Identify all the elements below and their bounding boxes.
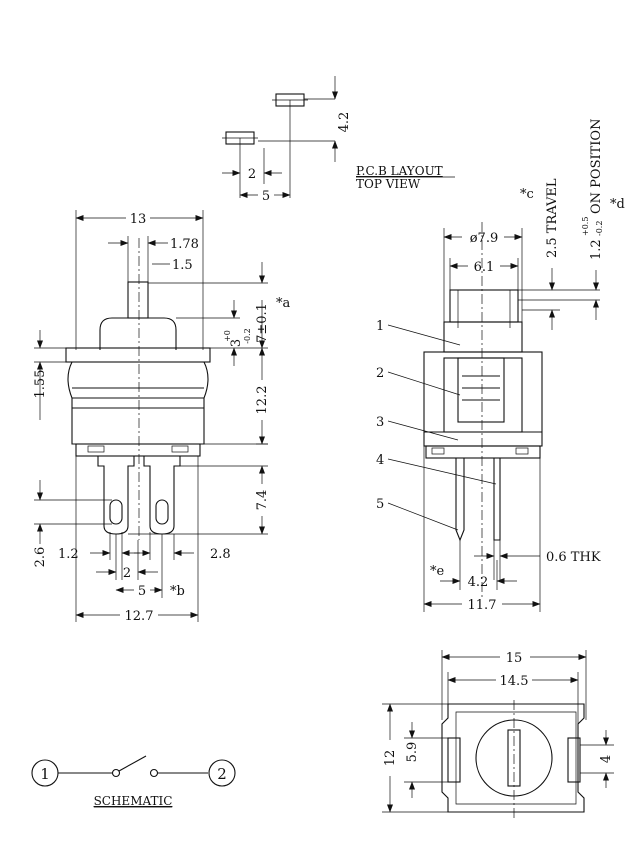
callout-2: 2 — [376, 366, 384, 381]
front-dim-5: 5 — [138, 584, 146, 599]
front-view: 13 1.78 1.5 7±0.1 *a 3 +0 -0.2 12.2 7.4 — [33, 210, 291, 624]
side-base — [425, 445, 541, 459]
terminal-right — [143, 456, 181, 535]
bottom-terminal-left — [447, 737, 461, 783]
schematic: 1 2 SCHEMATIC — [31, 755, 236, 808]
pcb-dim-4-2: 4.2 — [337, 112, 352, 133]
schematic-contact-left — [111, 768, 121, 778]
side-dim-on-position-value: 1.2 — [589, 239, 604, 260]
side-pin-right — [493, 458, 501, 541]
schematic-label: SCHEMATIC — [94, 794, 173, 808]
note-a: *a — [276, 296, 291, 311]
callout-5: 5 — [376, 497, 384, 512]
pcb-title: P.C.B LAYOUT — [356, 164, 443, 178]
front-dim-3-tol-dn: -0.2 — [243, 328, 252, 343]
actuator-cap — [99, 317, 177, 350]
side-dim-4-2: 4.2 — [468, 575, 489, 590]
callout-4: 4 — [376, 453, 384, 468]
callout-1: 1 — [376, 319, 384, 334]
pcb-layout: 4.2 2 5 P.C.B LAYOUT TOP VIEW — [222, 76, 455, 204]
side-dim-phi-7-9: ø7.9 — [470, 231, 499, 246]
note-c: *c — [520, 187, 534, 202]
front-dim-12-2: 12.2 — [255, 386, 270, 415]
front-dim-7: 7±0.1 — [255, 303, 270, 343]
side-dim-on-position-text: ON POSITION — [589, 119, 604, 214]
callout-3: 3 — [376, 415, 384, 430]
side-dim-travel: 2.5 TRAVEL — [545, 178, 560, 258]
side-dim-thk: 0.6 THK — [546, 550, 601, 565]
housing-flange — [65, 347, 211, 363]
bottom-dim-15: 15 — [506, 651, 523, 666]
terminal-left — [97, 456, 135, 535]
note-d: *d — [610, 197, 625, 212]
bottom-view: 15 14.5 12 5.9 4 — [382, 650, 614, 820]
schematic-terminal-2 — [208, 759, 236, 787]
bottom-dim-4: 4 — [599, 755, 614, 763]
front-dim-12-7: 12.7 — [125, 609, 154, 624]
bottom-housing — [441, 703, 585, 813]
housing-body — [67, 361, 209, 445]
bottom-dim-14-5: 14.5 — [500, 674, 529, 689]
side-dim-on-position-tol-up: +0.5 — [581, 217, 590, 236]
front-dim-3-tol-up: +0 — [223, 330, 232, 342]
front-dim-7-4: 7.4 — [255, 490, 270, 511]
schematic-contact-right — [149, 768, 159, 778]
front-dim-2-8: 2.8 — [210, 547, 231, 562]
schematic-terminal-1-label: 1 — [40, 765, 50, 783]
side-view: 1 2 3 4 5 ø7.9 6.1 2.5 TRAVEL 1.2 +0.5 -… — [376, 119, 625, 613]
terminal-right-slot — [155, 499, 169, 525]
bottom-terminal-right — [567, 737, 581, 783]
side-plunger — [449, 289, 519, 323]
front-dim-3: 3 — [229, 339, 244, 347]
bottom-dim-12: 12 — [383, 750, 398, 767]
terminal-left-slot — [109, 499, 123, 525]
side-dim-11-7: 11.7 — [468, 598, 497, 613]
front-dim-2: 2 — [123, 566, 131, 581]
side-pin-left — [455, 458, 465, 542]
front-dim-1-78: 1.78 — [170, 237, 199, 252]
front-dim-2-6: 2.6 — [33, 547, 48, 568]
pcb-dim-5: 5 — [262, 189, 270, 204]
schematic-switch-blade — [118, 755, 147, 772]
plunger-tip — [127, 281, 149, 319]
housing-base — [75, 443, 201, 457]
bottom-dim-5-9: 5.9 — [405, 742, 420, 763]
front-dim-1-55: 1.55 — [33, 370, 48, 399]
note-e: *e — [430, 564, 445, 579]
front-dim-1-2: 1.2 — [58, 547, 79, 562]
side-dim-6-1: 6.1 — [474, 260, 495, 275]
pcb-subtitle: TOP VIEW — [356, 177, 421, 191]
side-slider — [457, 357, 505, 423]
note-b: *b — [170, 584, 185, 599]
side-dim-on-position-tol-dn: -0.2 — [595, 221, 604, 236]
front-dim-13: 13 — [130, 212, 147, 227]
schematic-terminal-2-label: 2 — [217, 765, 227, 783]
front-dim-1-5: 1.5 — [172, 258, 193, 273]
pcb-dim-2: 2 — [248, 167, 256, 182]
